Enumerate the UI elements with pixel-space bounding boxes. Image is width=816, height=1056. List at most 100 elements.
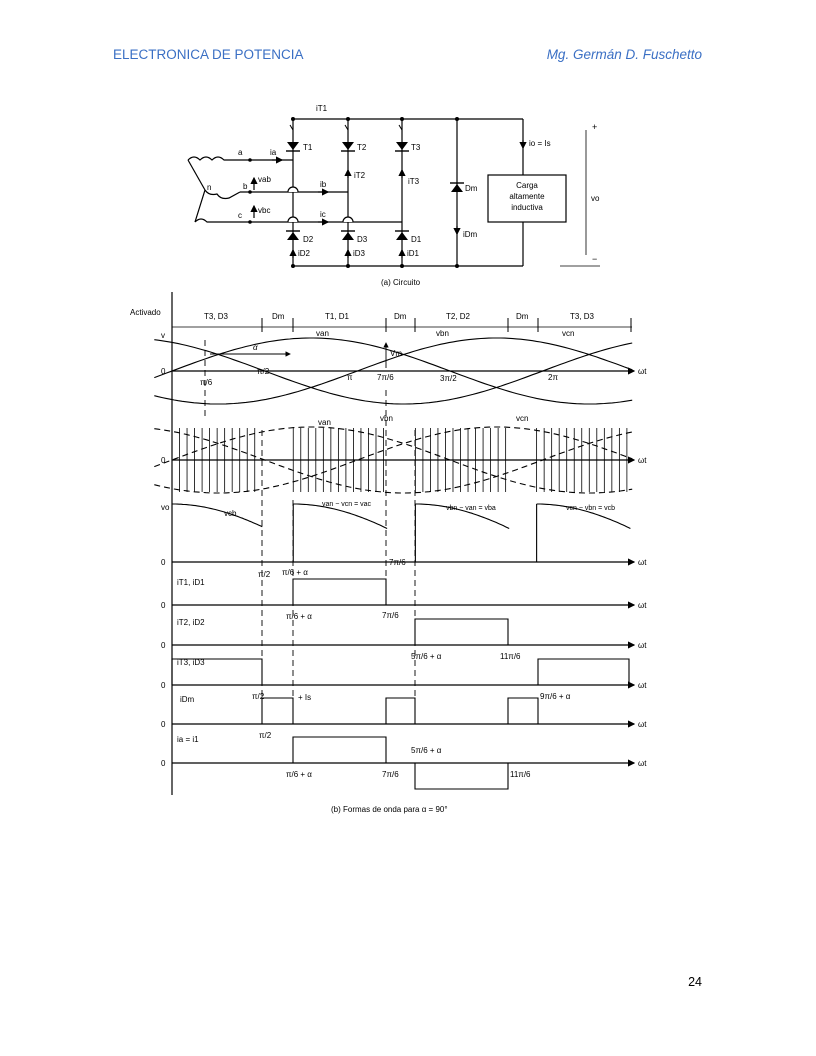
label-T2: T2 (357, 143, 367, 152)
van-curve (154, 337, 633, 405)
waveform-axes (171, 292, 636, 795)
tick-pi6: π/6 (200, 378, 213, 387)
label-it2: iT2 (354, 171, 366, 180)
activado-label: Activado (130, 308, 161, 317)
tick-7pi6: 7π/6 (377, 373, 394, 382)
vo-seg-1 (172, 503, 263, 528)
label-iDm: iDm (463, 230, 478, 239)
load-line-3: inductiva (511, 203, 543, 212)
load-line-1: Carga (516, 181, 538, 190)
label-it3: iT3 (408, 177, 420, 186)
zero-3: 0 (161, 558, 166, 567)
tick-11pi6-b: 11π/6 (510, 770, 531, 779)
wt-7: ωt (638, 720, 647, 729)
waveform-caption: (b) Formas de onda para α = 90° (331, 805, 448, 814)
cond-3: T1, D1 (325, 312, 350, 321)
label-D3: D3 (357, 235, 368, 244)
seg3-label: vcn − vbn = vcb (566, 505, 615, 512)
vcn-dashed (154, 428, 633, 494)
circuit-caption: (a) Circuito (381, 278, 421, 287)
thyristor-T3-icon (395, 124, 409, 152)
idm-pulse-2 (385, 697, 416, 724)
label-vab: vab (258, 175, 271, 184)
ia-pulse-pos (292, 736, 387, 763)
label-Dm: Dm (465, 184, 478, 193)
label-iD1: iD1 (407, 249, 420, 258)
label-T1: T1 (303, 143, 313, 152)
label-vo: vo (591, 194, 600, 203)
circuit-nodes (248, 117, 459, 268)
it2-pulse (414, 618, 509, 645)
label-c: c (238, 211, 242, 220)
wt-4: ωt (638, 601, 647, 610)
zero-5: 0 (161, 641, 166, 650)
van-dashed (154, 426, 633, 494)
vbn-curve (154, 337, 633, 405)
tick-pi2-c: π/2 (252, 692, 265, 701)
it3-label: iT3, iD3 (177, 658, 205, 667)
cond-6: Dm (516, 312, 529, 321)
label-T3: T3 (411, 143, 421, 152)
wt-1: ωt (638, 367, 647, 376)
plus-is-label: + Is (298, 693, 311, 702)
diode-D3-icon (341, 230, 355, 240)
tick-5pi6a: 5π/6 + α (411, 652, 442, 661)
tick-pi2-b: π/2 (258, 570, 271, 579)
cond-4: Dm (394, 312, 407, 321)
transformer-windings (187, 156, 241, 223)
idm-label: iDm (180, 695, 195, 704)
wire-crossings (287, 186, 354, 223)
tick-9pi6a: 9π/6 + α (540, 692, 571, 701)
label-ic: ic (320, 210, 326, 219)
wt-6: ωt (638, 681, 647, 690)
tick-pi6a-a: π/6 + α (282, 568, 308, 577)
cond-7: T3, D3 (570, 312, 595, 321)
tick-pi6a-b: π/6 + α (286, 612, 312, 621)
wt-8: ωt (638, 759, 647, 768)
zero-6: 0 (161, 681, 166, 690)
tick-pi2-d: π/2 (259, 731, 272, 740)
label-ib: ib (320, 180, 327, 189)
vbn-dashed (154, 426, 633, 494)
zero-1: 0 (161, 367, 166, 376)
ia-label: ia = i1 (177, 735, 199, 744)
tick-5pi6a-b: 5π/6 + α (411, 746, 442, 755)
vm-label: Vm (390, 349, 402, 358)
tick-7pi6-b: 7π/6 (389, 558, 406, 567)
thyristor-T2-icon (341, 124, 355, 152)
tick-pi6a-c: π/6 + α (286, 770, 312, 779)
van-1: van (316, 329, 329, 338)
vbn-1: vbn (436, 329, 449, 338)
seg2-label: vbn − van = vba (446, 505, 496, 512)
label-minus: − (592, 254, 597, 264)
label-n: n (207, 183, 211, 192)
label-ia: ia (270, 148, 277, 157)
diode-D2-icon (286, 230, 300, 240)
tick-3pi2: 3π/2 (440, 374, 457, 383)
seg1-label: van − vcn = vac (322, 501, 372, 508)
tick-pi2: π/2 (257, 367, 270, 376)
label-plus: + (592, 122, 597, 132)
v-axis-label: v (161, 331, 165, 340)
diode-D1-icon (395, 230, 409, 240)
vo-seg-2 (293, 503, 388, 529)
alpha-label: α (253, 343, 258, 352)
vcb-label: vcb (224, 509, 237, 518)
label-a: a (238, 148, 243, 157)
tick-2pi: 2π (548, 373, 558, 382)
waveform-labels: Activado T3, D3 Dm T1, D1 Dm T2, D2 Dm T… (130, 308, 647, 814)
circuit-diagram (218, 118, 600, 267)
label-iD2: iD2 (298, 249, 311, 258)
label-D1: D1 (411, 235, 422, 244)
load-line-2: altamente (509, 192, 545, 201)
vcn-curve (154, 339, 633, 405)
it1-label: iT1, iD1 (177, 578, 205, 587)
zero-8: 0 (161, 759, 166, 768)
tick-11pi6: 11π/6 (500, 652, 521, 661)
cond-5: T2, D2 (446, 312, 471, 321)
tick-7pi6-c: 7π/6 (382, 611, 399, 620)
thyristor-T1-icon (286, 124, 300, 152)
tick-pi: π (347, 373, 353, 382)
cond-2: Dm (272, 312, 285, 321)
it1-pulse (292, 578, 387, 605)
